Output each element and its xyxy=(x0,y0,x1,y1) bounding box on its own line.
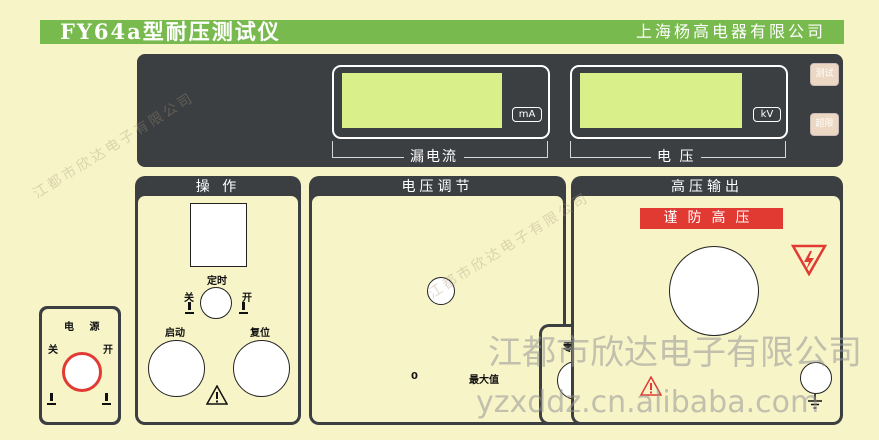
timer-on-symbol xyxy=(239,302,248,314)
voltage-unit: kV xyxy=(753,107,781,122)
power-on-label: 开 xyxy=(103,345,113,356)
test-indicator[interactable]: 测试 xyxy=(810,63,839,86)
reset-button[interactable] xyxy=(233,340,290,397)
timer-switch[interactable] xyxy=(200,287,232,319)
hv-warning-icon xyxy=(640,376,662,396)
hv-warning-label: 谨防高压 xyxy=(640,208,783,229)
operation-title: 操 作 xyxy=(195,179,241,195)
current-caption: 漏电流 xyxy=(404,146,464,166)
reset-label: 复位 xyxy=(250,328,270,339)
limit-indicator: 超限 xyxy=(810,113,839,136)
power-off-symbol xyxy=(47,393,56,405)
current-unit: mA xyxy=(512,107,542,122)
timer-display-window xyxy=(190,203,247,267)
voltage-adjust-title: 电压调节 xyxy=(401,179,474,195)
timer-label: 定时 xyxy=(207,276,227,287)
hv-output-title: 高压输出 xyxy=(671,179,743,195)
power-title: 电 源 xyxy=(64,322,106,333)
current-meter-frame xyxy=(332,65,550,139)
timer-off-symbol xyxy=(185,302,194,314)
company-name: 上海杨高电器有限公司 xyxy=(635,22,826,41)
model-title: FY64a型耐压测试仪 xyxy=(60,19,281,44)
voltage-min-label: 0 xyxy=(411,371,418,382)
start-label: 启动 xyxy=(165,328,185,339)
voltage-meter-frame xyxy=(570,65,788,139)
watermark-company: 江都市欣达电子有限公司 xyxy=(488,333,862,373)
timer-on-label: 开 xyxy=(242,293,252,304)
voltage-caption: 电 压 xyxy=(651,146,702,166)
title-bar: FY64a型耐压测试仪 上海杨高电器有限公司 xyxy=(40,20,844,44)
start-button[interactable] xyxy=(148,340,205,397)
voltage-max-label: 最大值 xyxy=(469,375,499,386)
ground-terminal[interactable] xyxy=(800,362,832,394)
hv-output-terminal[interactable] xyxy=(669,246,759,336)
power-switch[interactable] xyxy=(62,352,102,392)
watermark-url: yzxddz.cn.alibaba.com xyxy=(476,385,820,420)
current-lcd-display xyxy=(342,73,502,128)
power-on-symbol xyxy=(102,393,111,405)
operation-warning-icon xyxy=(206,385,228,405)
voltage-adjust-inner xyxy=(312,196,563,422)
ground-icon xyxy=(808,394,822,409)
timer-off-label: 关 xyxy=(184,293,194,304)
voltage-lcd-display xyxy=(580,73,742,128)
power-off-label: 关 xyxy=(48,345,58,356)
voltage-adjust-knob[interactable] xyxy=(427,277,455,305)
high-voltage-icon xyxy=(791,244,827,276)
